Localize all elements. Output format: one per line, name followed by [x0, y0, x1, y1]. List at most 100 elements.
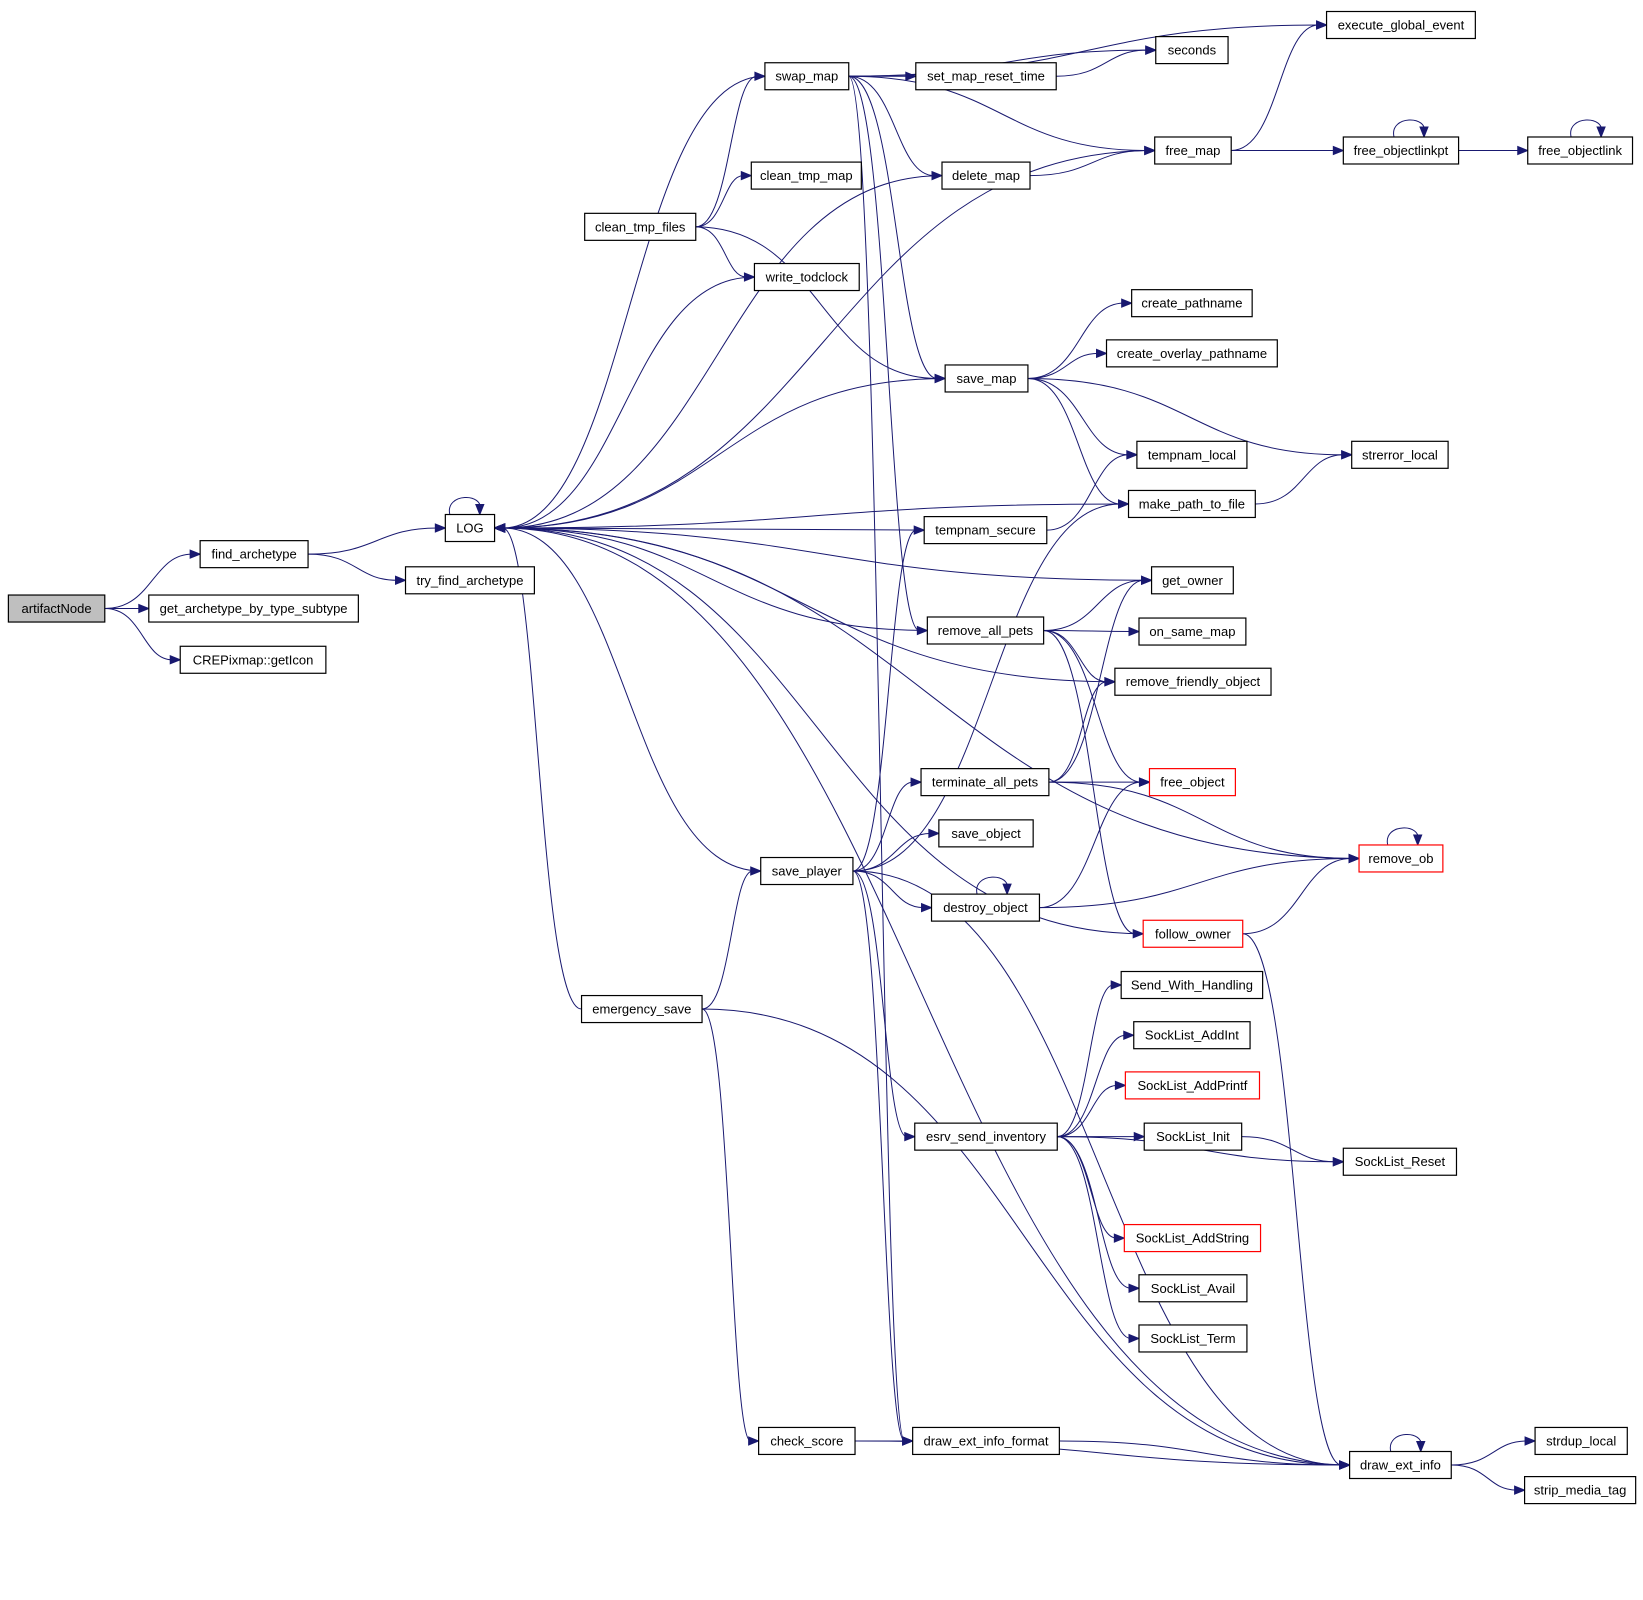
node-free-objectlinkpt[interactable]: free_objectlinkpt — [1342, 136, 1460, 165]
node-swap-map[interactable]: swap_map — [764, 62, 850, 91]
node-save-object[interactable]: save_object — [938, 819, 1034, 848]
edge-line — [852, 870, 907, 1138]
edge-line — [848, 75, 935, 177]
node-save-player[interactable]: save_player — [760, 856, 854, 886]
node-draw-ext-info-format[interactable]: draw_ext_info_format — [912, 1426, 1060, 1456]
node-artifactnode[interactable]: artifactNode — [7, 594, 106, 623]
node-find-archetype[interactable]: find_archetype — [199, 540, 309, 569]
node-clean-tmp-files[interactable]: clean_tmp_files — [584, 212, 697, 241]
node-label: free_map — [1165, 143, 1220, 158]
node-get-owner[interactable]: get_owner — [1150, 566, 1234, 595]
edge-line — [1027, 352, 1099, 379]
edge-line — [852, 503, 1121, 872]
node-delete-map[interactable]: delete_map — [941, 161, 1031, 190]
node-socklist-addint[interactable]: SockList_AddInt — [1133, 1021, 1251, 1050]
node-strdup-local[interactable]: strdup_local — [1534, 1426, 1628, 1456]
node-try-find-archetype[interactable]: try_find_archetype — [404, 566, 535, 595]
edge-esrv-send-inventory-to-send-with-handling — [1057, 980, 1123, 1138]
node-label: SockList_AddPrintf — [1138, 1078, 1248, 1093]
node-geticon[interactable]: CREPixmap::getIcon — [179, 645, 327, 674]
edge-destroy-object-to-free-object — [1039, 777, 1151, 909]
edge-line — [1043, 629, 1142, 783]
node-label: artifactNode — [22, 601, 92, 616]
node-socklist-avail[interactable]: SockList_Avail — [1138, 1274, 1248, 1303]
edge-line — [1030, 149, 1147, 177]
node-box — [1527, 136, 1634, 165]
node-follow-owner[interactable]: follow_owner — [1142, 919, 1244, 948]
node-on-same-map[interactable]: on_same_map — [1138, 617, 1247, 646]
edge-arrowhead — [1128, 626, 1141, 637]
node-socklist-addprintf[interactable]: SockList_AddPrintf — [1124, 1071, 1261, 1100]
node-box — [1358, 844, 1444, 873]
node-free-map[interactable]: free_map — [1154, 136, 1232, 165]
node-execute-global-event[interactable]: execute_global_event — [1325, 10, 1476, 40]
node-box — [1114, 667, 1272, 696]
node-socklist-reset[interactable]: SockList_Reset — [1342, 1147, 1458, 1176]
edge-save-map-to-log — [493, 377, 946, 533]
node-label: esrv_send_inventory — [926, 1129, 1046, 1144]
node-socklist-init[interactable]: SockList_Init — [1143, 1122, 1243, 1151]
node-set-map-reset-time[interactable]: set_map_reset_time — [915, 62, 1057, 91]
node-box — [1155, 36, 1229, 65]
node-free-objectlink[interactable]: free_objectlink — [1527, 136, 1634, 165]
node-draw-ext-info[interactable]: draw_ext_info — [1349, 1450, 1452, 1480]
node-send-with-handling[interactable]: Send_With_Handling — [1120, 970, 1264, 1000]
edge-arrowhead — [1096, 348, 1108, 359]
node-emergency-save[interactable]: emergency_save — [580, 994, 703, 1024]
node-label: create_pathname — [1141, 296, 1242, 311]
node-create-pathname[interactable]: create_pathname — [1131, 289, 1253, 318]
node-box — [944, 364, 1029, 393]
edge-remove-friendly-object-to-log — [493, 523, 1115, 683]
edge-find-archetype-to-try-find-archetype — [308, 553, 407, 586]
node-box — [923, 516, 1048, 545]
edge-line — [1039, 781, 1142, 909]
edge-arrowhead — [1133, 1131, 1146, 1142]
node-strip-media-tag[interactable]: strip_media_tag — [1523, 1476, 1637, 1505]
node-socklist-addstring[interactable]: SockList_AddString — [1123, 1223, 1262, 1253]
node-remove-friendly-object[interactable]: remove_friendly_object — [1114, 667, 1272, 696]
edge-line — [502, 75, 765, 529]
edge-save-player-to-esrv-send-inventory — [852, 870, 917, 1142]
node-tempnam-secure[interactable]: tempnam_secure — [923, 516, 1048, 545]
node-esrv-send-inventory[interactable]: esrv_send_inventory — [914, 1122, 1058, 1151]
node-label: strdup_local — [1546, 1433, 1616, 1448]
node-save-map[interactable]: save_map — [944, 364, 1029, 393]
edge-line — [695, 226, 938, 379]
node-get-archetype-by-type-subtype[interactable]: get_archetype_by_type_subtype — [148, 594, 359, 623]
node-make-path-to-file[interactable]: make_path_to_file — [1127, 489, 1256, 519]
node-create-overlay-pathname[interactable]: create_overlay_pathname — [1105, 339, 1278, 368]
edge-arrowhead — [1332, 1156, 1345, 1167]
node-tempnam-local[interactable]: tempnam_local — [1136, 440, 1248, 469]
node-box — [914, 1122, 1058, 1151]
edge-follow-owner-to-draw-ext-info — [1242, 933, 1351, 1470]
node-check-score[interactable]: check_score — [758, 1426, 856, 1456]
edge-line — [502, 527, 761, 872]
node-free-object[interactable]: free_object — [1148, 768, 1236, 797]
node-clean-tmp-map[interactable]: clean_tmp_map — [750, 161, 862, 190]
node-write-todclock[interactable]: write_todclock — [753, 262, 860, 292]
edge-line — [1057, 1034, 1126, 1138]
edge-line — [1043, 629, 1107, 683]
edge-artifactnode-to-find-archetype — [104, 549, 202, 610]
node-seconds[interactable]: seconds — [1155, 36, 1229, 65]
edge-arrowhead — [1416, 1441, 1426, 1453]
node-remove-all-pets[interactable]: remove_all_pets — [926, 616, 1045, 645]
node-label: on_same_map — [1149, 624, 1235, 639]
node-box — [1325, 10, 1476, 40]
node-log[interactable]: LOG — [444, 513, 496, 543]
node-box — [1142, 919, 1244, 948]
edge-line — [1393, 119, 1425, 138]
node-strerror-local[interactable]: strerror_local — [1351, 440, 1449, 469]
node-remove-ob[interactable]: remove_ob — [1358, 844, 1444, 873]
node-box — [1534, 1426, 1628, 1456]
node-destroy-object[interactable]: destroy_object — [930, 893, 1041, 922]
node-label: save_player — [772, 864, 843, 879]
node-terminate-all-pets[interactable]: terminate_all_pets — [920, 768, 1050, 797]
node-socklist-term[interactable]: SockList_Term — [1138, 1324, 1248, 1353]
edge-line — [502, 527, 1360, 859]
edge-arrowhead — [1138, 777, 1151, 787]
node-label: SockList_AddInt — [1145, 1028, 1239, 1043]
edge-remove-all-pets-to-get-owner — [1043, 575, 1153, 631]
edge-line — [852, 870, 1342, 1466]
edge-save-player-to-destroy-object — [852, 870, 933, 913]
